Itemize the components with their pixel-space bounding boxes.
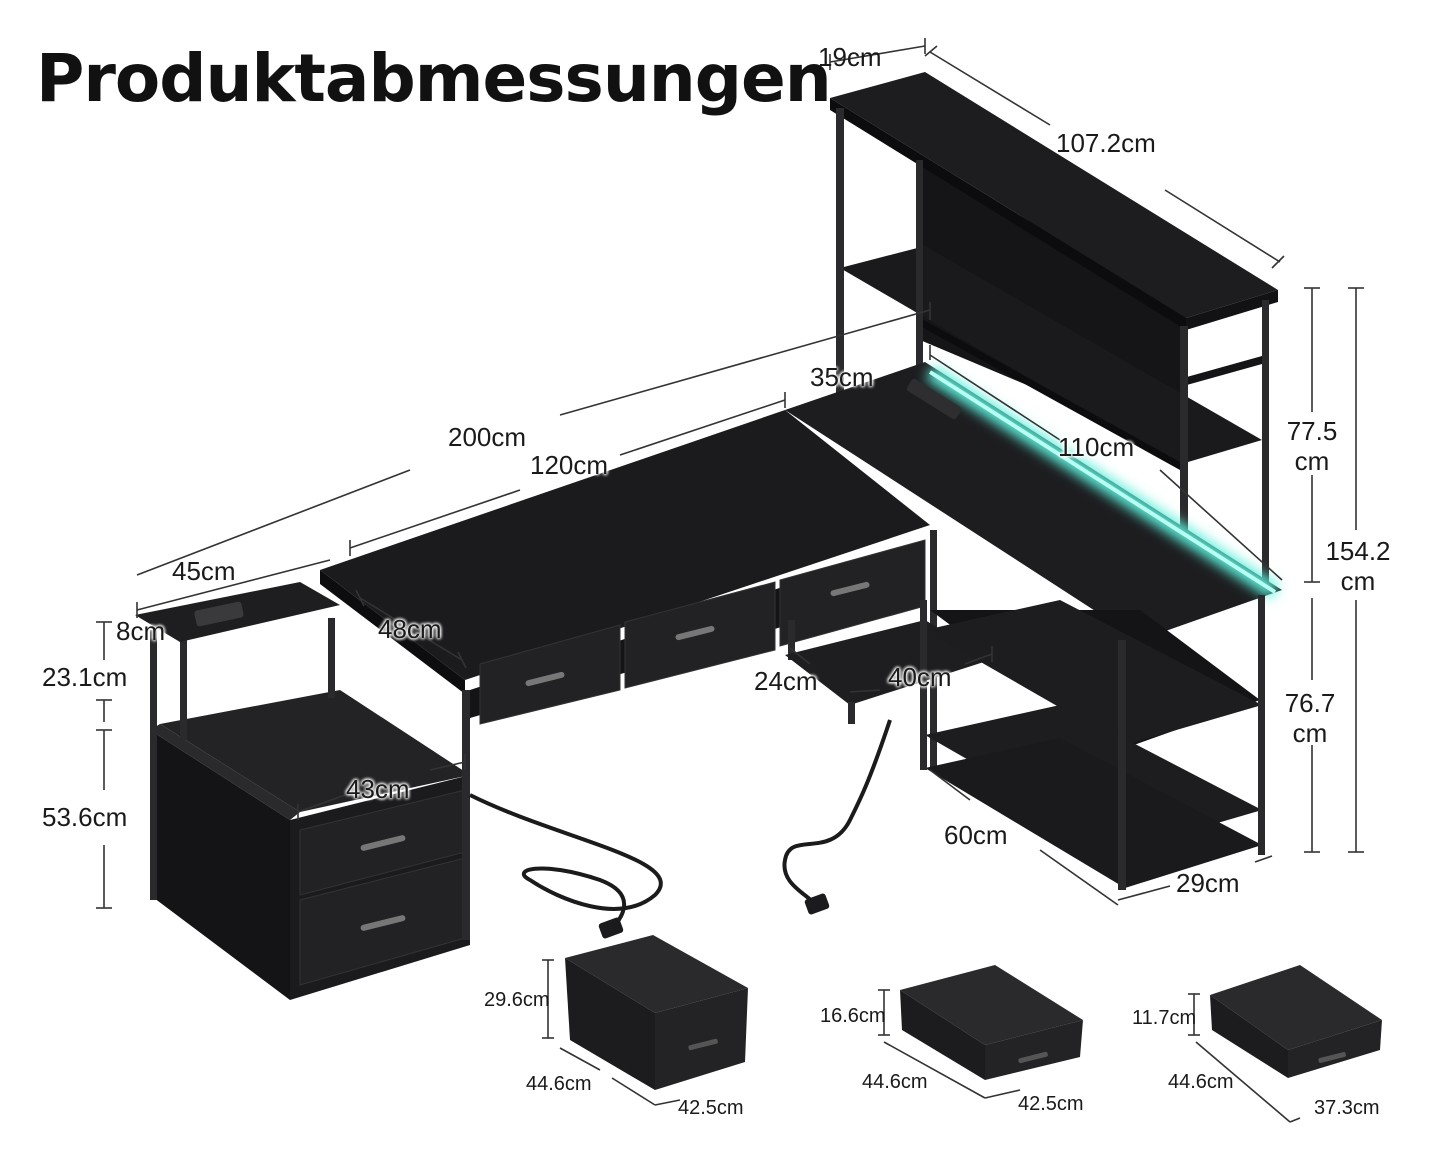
plug-icon	[598, 917, 624, 939]
bin-handle	[688, 1038, 718, 1051]
side-shelf	[925, 600, 1262, 745]
dim-cabinet-top-width: 45cm	[172, 556, 236, 586]
dim-bin-large-depth: 44.6cm	[526, 1073, 592, 1095]
dim-total-length: 200cm	[448, 422, 527, 452]
power-socket-icon	[194, 601, 244, 627]
fabric-bin-medium	[900, 965, 1083, 1080]
dim-desk-height: 76.7 cm	[1284, 688, 1336, 748]
dim-shelf-thickness: 8cm	[116, 616, 166, 646]
hutch-post	[1180, 326, 1188, 616]
drawer-handle	[360, 915, 406, 931]
dim-footrest-depth: 24cm	[754, 666, 818, 696]
power-cables	[469, 719, 892, 930]
side-shelf-unit	[920, 595, 1265, 890]
desk-leg	[462, 690, 470, 940]
hutch-post	[1262, 300, 1269, 590]
dim-side-depth: 35cm	[810, 362, 874, 392]
plug-icon	[804, 893, 830, 915]
dim-bin-medium-width: 42.5cm	[1018, 1093, 1084, 1115]
hutch	[830, 72, 1278, 616]
dim-bin-small-depth: 44.6cm	[1168, 1071, 1234, 1093]
desk	[320, 362, 1282, 940]
hutch-top-board	[830, 72, 1278, 318]
hutch-shelf	[840, 246, 1262, 465]
dim-bin-medium-height: 16.6cm	[820, 1005, 886, 1027]
dim-main-length: 120cm	[530, 450, 609, 480]
power-outlet-icon	[906, 378, 962, 420]
power-cable	[782, 719, 892, 907]
dim-cabinet-lower-height: 53.6cm	[42, 802, 128, 832]
drawer-handle	[360, 835, 406, 851]
dim-total-height: 154.2 cm	[1325, 536, 1391, 596]
dim-cabinet-depth: 43cm	[346, 774, 410, 804]
fabric-bin-small	[1210, 965, 1382, 1078]
dim-shelf-unit-width: 60cm	[944, 820, 1008, 850]
cabinet-top	[160, 690, 470, 812]
desktop-return	[785, 362, 1282, 640]
power-cable	[469, 793, 663, 930]
dim-hutch-width: 107.2cm	[1056, 128, 1156, 158]
dim-bin-large-width: 42.5cm	[678, 1097, 744, 1119]
desk-drawer	[479, 624, 621, 725]
footrest	[785, 620, 990, 705]
dim-hutch-depth: 19cm	[818, 42, 882, 72]
dim-bin-medium-depth: 44.6cm	[862, 1071, 928, 1093]
hutch-post	[916, 160, 923, 410]
page-title: Produktabmessungen	[36, 40, 832, 117]
dim-side-length: 110cm	[1058, 432, 1135, 462]
dim-shelf-unit-depth: 29cm	[1176, 868, 1240, 898]
file-cabinet	[135, 582, 470, 1000]
dimension-lines	[96, 38, 1364, 1123]
dim-cabinet-upper-height: 23.1cm	[42, 662, 128, 692]
dim-knee-gap: 48cm	[378, 614, 442, 644]
dim-bin-small-height: 11.7cm	[1132, 1007, 1197, 1029]
dim-bin-small-width: 37.3cm	[1314, 1097, 1380, 1119]
fabric-bin-large	[565, 935, 748, 1090]
dim-hutch-height: 77.5 cm	[1286, 416, 1338, 476]
hutch-post	[836, 108, 844, 408]
dim-footrest-width: 40cm	[888, 662, 952, 692]
desktop-main	[320, 410, 930, 680]
desk-drawer	[624, 581, 776, 689]
bin-handle	[1018, 1051, 1048, 1064]
desk-leg	[788, 620, 795, 660]
side-shelf-bottom	[925, 738, 1262, 888]
bin-handle	[1318, 1052, 1346, 1063]
dim-bin-large-height: 29.6cm	[484, 989, 550, 1011]
